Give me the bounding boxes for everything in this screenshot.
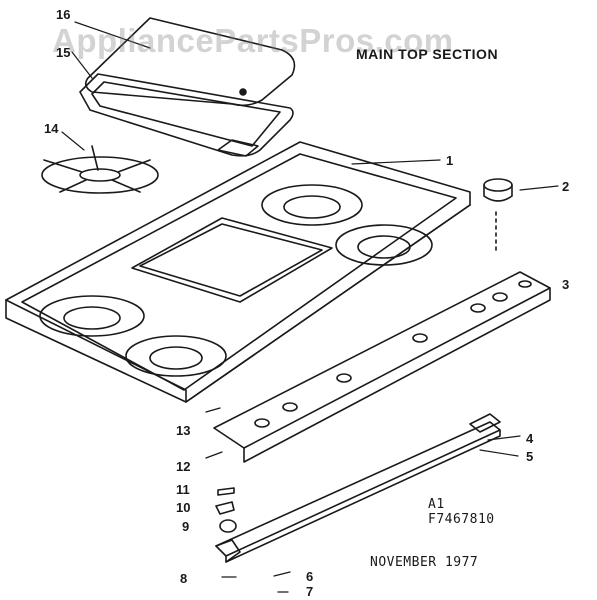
diagram-title: MAIN TOP SECTION [356, 46, 499, 62]
callout-1: 1 [446, 153, 454, 168]
part-4-5-rail [215, 413, 501, 563]
part-2-knob [483, 178, 513, 253]
callout-8: 8 [180, 571, 188, 586]
watermark: AppliancePartsPros.com [52, 22, 454, 59]
callout-11: 11 [176, 482, 190, 497]
callout-2: 2 [562, 179, 570, 194]
screws [205, 407, 291, 593]
callout-3: 3 [562, 277, 570, 292]
part-3-control-panel [213, 271, 551, 463]
callout-14: 14 [44, 121, 59, 136]
callout-9: 9 [182, 519, 190, 534]
leader-lines [61, 21, 559, 457]
callout-5: 5 [526, 449, 534, 464]
callout-4: 4 [526, 431, 534, 446]
model-code: A1 [428, 497, 445, 512]
part-16-cover [84, 17, 296, 107]
callout-12: 12 [176, 459, 191, 474]
part-number: F7467810 [428, 512, 495, 527]
part-1-cooktop [5, 141, 471, 403]
callout-13: 13 [176, 423, 191, 438]
callout-10: 10 [176, 500, 191, 515]
callout-15: 15 [56, 45, 71, 60]
parts-9-10-11-hardware [215, 487, 237, 533]
diagram-date: NOVEMBER 1977 [370, 555, 479, 570]
part-15-frame [79, 73, 294, 157]
callout-6: 6 [306, 569, 314, 584]
callout-7: 7 [306, 584, 314, 599]
part-14-grate [41, 145, 159, 194]
callout-16: 16 [56, 7, 71, 22]
